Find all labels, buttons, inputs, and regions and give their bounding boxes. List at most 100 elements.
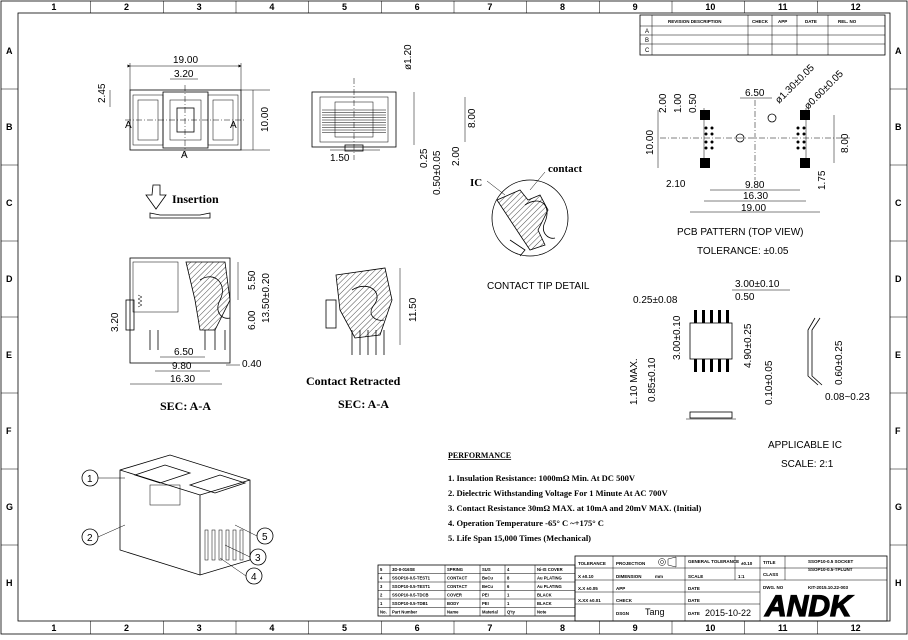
dim-sec-040: 0.40 xyxy=(242,359,262,370)
ic-lead xyxy=(694,359,697,372)
pcb-dim-100: 1.00 xyxy=(673,93,684,113)
title-block: TOLERANCE PROJECTION GENERAL TOLERANCE ±… xyxy=(574,555,888,624)
column-label: 6 xyxy=(415,623,420,633)
row-label: E xyxy=(895,350,901,360)
revision-table: REVISION DESCRIPTION CHECK APP DATE REL.… xyxy=(639,14,886,56)
contact-tip-detail: IC contact CONTACT TIP DETAIL xyxy=(470,163,590,292)
pcb-hole xyxy=(704,126,708,130)
ic-lead xyxy=(726,310,729,323)
bom-cell: 3D-II-016SE xyxy=(392,567,415,572)
column-label: 1 xyxy=(51,623,56,633)
bom-header: Name xyxy=(447,610,459,615)
bom-cell: 1 xyxy=(507,593,510,598)
socket-pin xyxy=(225,529,230,561)
tb-title-1: SSOP10-0.5 SOCKET xyxy=(808,559,854,564)
pcb-dim-050: 0.50 xyxy=(688,93,699,113)
tb-general-tol: GENERAL TOLERANCE xyxy=(688,559,739,564)
dim-top-245: 2.45 xyxy=(97,83,108,103)
pcb-hole xyxy=(710,140,714,144)
column-label: 3 xyxy=(197,2,202,12)
rev-header-app: APP xyxy=(778,19,787,24)
bom-header: No. xyxy=(380,610,387,615)
tb-dimension: DIMENSION xyxy=(616,574,642,579)
ic-dim-060: 0.60±0.25 xyxy=(834,340,845,385)
title-contact-retracted: Contact Retracted xyxy=(306,374,401,388)
pcb-hole xyxy=(796,140,800,144)
ic-dim-300: 3.00±0.10 xyxy=(735,279,780,290)
dim-top-19: 19.00 xyxy=(173,55,198,66)
bom-cell: 6 xyxy=(507,584,510,589)
pcb-hole xyxy=(796,146,800,150)
tb-unit: mm xyxy=(655,574,663,579)
bom-cell: SPRING xyxy=(447,567,463,572)
rev-header-check: CHECK xyxy=(752,19,769,24)
pcb-hole xyxy=(796,126,800,130)
bom-cell: Au PLATING xyxy=(537,576,562,581)
tb-drawer: Tang xyxy=(645,607,665,617)
pcb-pad xyxy=(800,158,810,168)
callout-label: 5 xyxy=(262,532,268,543)
column-label: 12 xyxy=(851,2,861,12)
bom-header: Material xyxy=(482,610,498,615)
dim-side-120: ø1.20 xyxy=(403,44,414,70)
bom-cell: PEI xyxy=(482,601,489,606)
bom-cell: 4 xyxy=(507,567,510,572)
socket-pin xyxy=(239,529,244,561)
pcb-hole xyxy=(710,126,714,130)
row-label: H xyxy=(895,578,902,588)
tb-date-2: DATE xyxy=(688,598,700,603)
callout-circle xyxy=(81,469,99,487)
title-sec-left: SEC: A-A xyxy=(160,399,211,413)
pcb-dim-200: 2.00 xyxy=(658,93,669,113)
bom-cell: SSOP10-0.5-TEST1 xyxy=(392,576,431,581)
ic-lead xyxy=(718,310,721,323)
pcb-hole xyxy=(710,146,714,150)
ic-scale: SCALE: 2:1 xyxy=(781,459,834,470)
bom-cell: 4 xyxy=(380,576,383,581)
column-label: 7 xyxy=(487,2,492,12)
row-label: D xyxy=(895,274,902,284)
tb-title-2: SSOP10-0.5-TPLUNT xyxy=(808,567,853,572)
callout-label: 2 xyxy=(87,533,93,544)
label-ic: IC xyxy=(470,177,482,189)
tb-xxx-tol: X.XX ±0.01 xyxy=(578,598,601,603)
pcb-dim-800: 8.00 xyxy=(840,133,851,153)
row-label: B xyxy=(895,122,902,132)
row-label: F xyxy=(895,426,901,436)
bom-cell: SSOP10-0.5-TEST1 xyxy=(392,584,431,589)
title-pcb-pattern: PCB PATTERN (TOP VIEW) xyxy=(677,227,804,238)
socket-pin xyxy=(232,529,237,561)
tb-projection: PROJECTION xyxy=(616,561,645,566)
column-label: 4 xyxy=(269,2,274,12)
tb-app: APP xyxy=(616,586,625,591)
column-label: 12 xyxy=(851,623,861,633)
label-insertion: Insertion xyxy=(172,192,219,206)
performance-title: PERFORMANCE xyxy=(448,451,511,460)
pcb-dim-1000: 10.00 xyxy=(645,130,656,155)
bom-cell: PEI xyxy=(482,593,489,598)
callout-circle xyxy=(256,527,274,545)
section-left: 5.50 13.50±0.20 6.00 3.20 6.50 9.80 16.3… xyxy=(110,257,272,413)
section-mark-right: A xyxy=(230,120,237,131)
column-label: 6 xyxy=(415,2,420,12)
pcb-dim-1900: 19.00 xyxy=(741,203,766,214)
callout-circle xyxy=(245,567,263,585)
dim-sec-320: 3.20 xyxy=(110,312,121,332)
tb-scale-label: SCALE xyxy=(688,574,703,579)
bom-header: Part Number xyxy=(392,610,418,615)
rev-header-date: DATE xyxy=(805,19,817,24)
rev-header-relno: REL. NO xyxy=(838,19,857,24)
bom-cell: 1 xyxy=(507,601,510,606)
inner-frame xyxy=(17,12,891,622)
dim-top-320: 3.20 xyxy=(174,69,194,80)
socket-pin xyxy=(211,529,216,561)
callout-circle xyxy=(249,548,267,566)
row-label: A xyxy=(895,46,902,56)
pcb-pad xyxy=(700,158,710,168)
bom-cell: BeCu xyxy=(482,576,493,581)
insertion-arrow-icon xyxy=(145,184,167,210)
bom-cell: Ni-IS COVER xyxy=(537,567,563,572)
ic-dim-050: 0.50 xyxy=(735,292,755,303)
callout-circle xyxy=(81,528,99,546)
